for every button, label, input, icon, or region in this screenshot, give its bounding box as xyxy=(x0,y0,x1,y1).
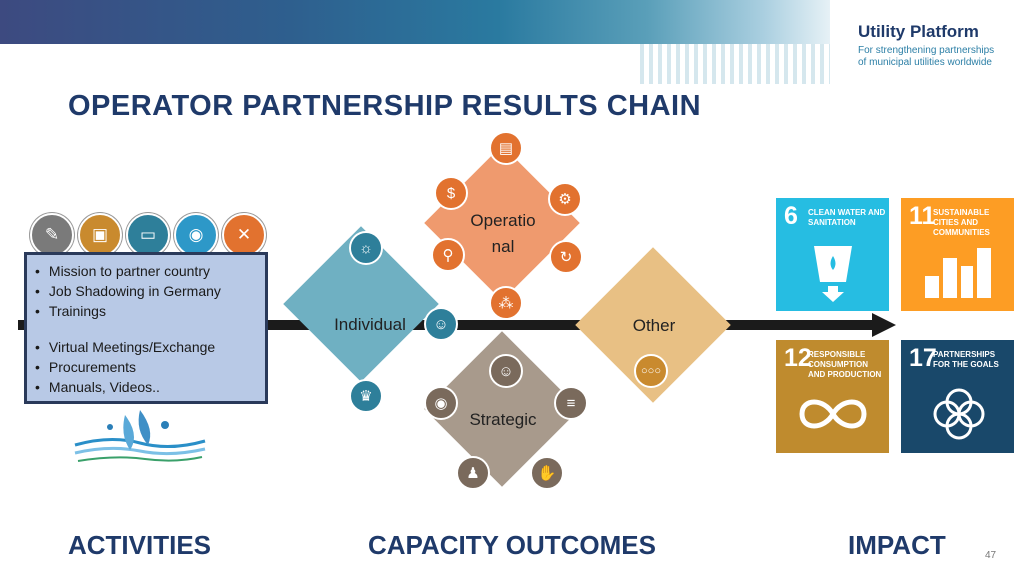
people-icon: ☺ xyxy=(424,307,458,341)
list-item: Procurements xyxy=(35,359,136,375)
header-pattern xyxy=(640,44,830,84)
sdg11-number: 11 xyxy=(909,202,936,230)
more-icon: ○○○ xyxy=(634,354,668,388)
list-item: Job Shadowing in Germany xyxy=(35,283,221,299)
activities-box: Mission to partner country Job Shadowing… xyxy=(24,252,268,404)
logo-subtitle-line2: of municipal utilities worldwide xyxy=(858,57,992,68)
sdg6-number: 6 xyxy=(784,202,798,230)
faucet-icon: ⚲ xyxy=(431,238,465,272)
group-icon: ☺ xyxy=(489,354,523,388)
cycle-icon: ↻ xyxy=(549,240,583,274)
sdg12-label: RESPONSIBLE CONSUMPTION AND PRODUCTION xyxy=(808,350,882,379)
flower-icon xyxy=(933,388,985,440)
handshake-icon: ✋ xyxy=(530,456,564,490)
operational-label-line1: Operatio xyxy=(470,211,536,230)
eye-icon: ◉ xyxy=(174,213,218,257)
leader-icon: ♟ xyxy=(456,456,490,490)
page-number: 47 xyxy=(985,550,997,561)
logo xyxy=(830,0,1024,84)
sdg12-tile: 12 RESPONSIBLE CONSUMPTION AND PRODUCTIO… xyxy=(776,340,889,453)
sdg12-number: 12 xyxy=(784,344,812,372)
sdg11-label: SUSTAINABLE CITIES AND COMMUNITIES xyxy=(933,208,990,237)
tools-icon: ✕ xyxy=(222,213,266,257)
list-item: Virtual Meetings/Exchange xyxy=(35,339,215,355)
chat-icon: ▭ xyxy=(126,213,170,257)
coins-icon: ≡ xyxy=(554,386,588,420)
city-icon xyxy=(925,248,991,298)
list-item: Mission to partner country xyxy=(35,263,210,279)
sdg6-label: CLEAN WATER AND SANITATION xyxy=(808,208,886,227)
infinity-icon xyxy=(799,399,867,429)
sdg11-tile: 11 SUSTAINABLE CITIES AND COMMUNITIES xyxy=(901,198,1014,311)
strategic-label: Strategic xyxy=(469,410,537,429)
section-activities: ACTIVITIES xyxy=(68,530,212,560)
arrow-head xyxy=(872,313,896,337)
list-item: Trainings xyxy=(35,303,106,319)
section-capacity-outcomes: CAPACITY OUTCOMES xyxy=(368,530,656,560)
document-icon: ✎ xyxy=(30,213,74,257)
sdg6-tile: 6 CLEAN WATER AND SANITATION xyxy=(776,198,889,311)
sdg17-label: PARTNERSHIPS FOR THE GOALS xyxy=(933,350,999,369)
laptop-icon: ▤ xyxy=(489,131,523,165)
logo-subtitle-line1: For strengthening partnerships xyxy=(858,45,995,56)
water-illustration xyxy=(74,410,206,462)
gear-icon: ⚙ xyxy=(548,182,582,216)
page-title: OPERATOR PARTNERSHIP RESULTS CHAIN xyxy=(68,90,702,122)
sdg17-tile: 17 PARTNERSHIPS FOR THE GOALS xyxy=(901,340,1014,453)
finance-icon: $ xyxy=(434,176,468,210)
operational-label: Operatio nal xyxy=(462,208,544,260)
sdg17-number: 17 xyxy=(909,344,937,372)
vision-icon: ◉ xyxy=(424,386,458,420)
trophy-icon: ♛ xyxy=(349,379,383,413)
network-icon: ⁂ xyxy=(489,286,523,320)
logo-title: Utility Platform xyxy=(858,22,979,41)
section-impact: IMPACT xyxy=(848,530,946,560)
briefcase-icon: ▣ xyxy=(78,213,122,257)
individual-label: Individual xyxy=(334,315,406,334)
lightbulb-icon: ☼ xyxy=(349,231,383,265)
other-label: Other xyxy=(632,316,676,335)
list-item: Manuals, Videos.. xyxy=(35,379,160,395)
water-glass-icon xyxy=(814,246,852,302)
operational-label-line2: nal xyxy=(491,237,515,256)
header-banner xyxy=(0,0,830,44)
